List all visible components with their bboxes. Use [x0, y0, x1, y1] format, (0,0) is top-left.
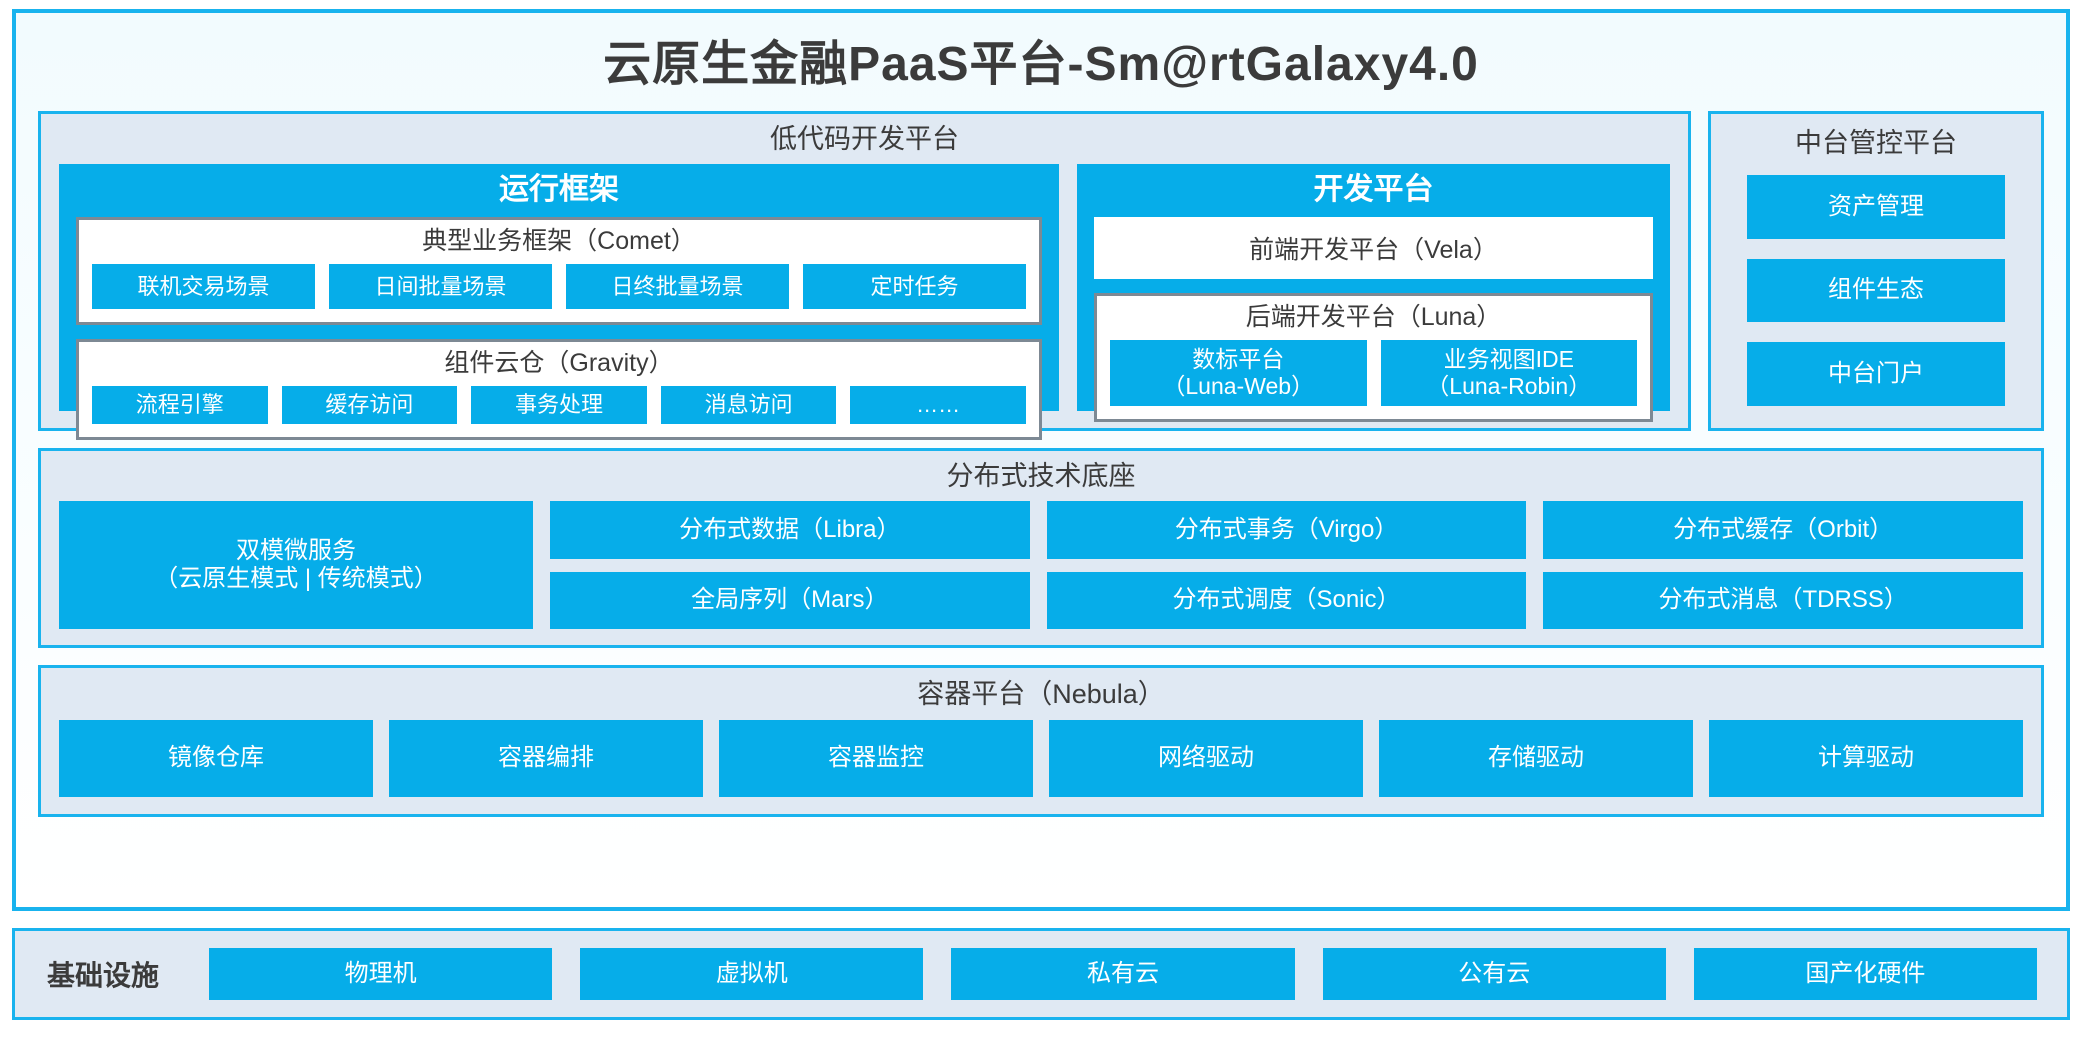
tech-foundation-title: 分布式技术底座 — [946, 461, 1136, 491]
infrastructure-item-private-cloud[interactable]: 私有云 — [951, 948, 1295, 1000]
comet-item[interactable]: 日终批量场景 — [566, 264, 789, 309]
container-platform-panel: 容器平台（Nebula） 镜像仓库 容器编排 容器监控 网络驱动 存储驱动 计算… — [38, 665, 2044, 817]
container-item-storage-driver[interactable]: 存储驱动 — [1379, 720, 1693, 797]
infrastructure-panel: 基础设施 物理机 虚拟机 私有云 公有云 国产化硬件 — [12, 928, 2070, 1020]
management-item-component[interactable]: 组件生态 — [1747, 258, 2005, 323]
gravity-item-ellipsis[interactable]: …… — [850, 386, 1026, 424]
management-item-asset[interactable]: 资产管理 — [1747, 175, 2005, 239]
platform-main-frame: 云原生金融PaaS平台-Sm@rtGalaxy4.0 低代码开发平台 运行框架 … — [12, 9, 2070, 911]
development-platform-title: 开发平台 — [1313, 173, 1434, 206]
tech-item-orbit[interactable]: 分布式缓存（Orbit） — [1543, 501, 2024, 559]
gravity-title: 组件云仓（Gravity） — [444, 349, 674, 377]
runtime-framework-block: 运行框架 典型业务框架（Comet） 联机交易场景 日间批量场景 日终批量场景 … — [59, 164, 1059, 440]
container-item-registry[interactable]: 镜像仓库 — [59, 720, 373, 797]
gravity-items: 流程引擎 缓存访问 事务处理 消息访问 …… — [92, 386, 1026, 424]
page-title: 云原生金融PaaS平台-Sm@rtGalaxy4.0 — [603, 38, 1479, 91]
infrastructure-item-physical[interactable]: 物理机 — [209, 948, 553, 1000]
container-platform-items: 镜像仓库 容器编排 容器监控 网络驱动 存储驱动 计算驱动 — [59, 720, 2023, 797]
tech-item-microservice[interactable]: 双模微服务（云原生模式 | 传统模式） — [59, 501, 533, 629]
tech-item-virgo[interactable]: 分布式事务（Virgo） — [1046, 501, 1527, 559]
luna-item-web[interactable]: 数标平台（Luna-Web） — [1110, 340, 1367, 407]
gravity-item[interactable]: 流程引擎 — [92, 386, 268, 424]
container-platform-title: 容器平台（Nebula） — [917, 679, 1165, 709]
comet-card: 典型业务框架（Comet） 联机交易场景 日间批量场景 日终批量场景 定时任务 — [76, 217, 1042, 325]
tech-item-sonic[interactable]: 分布式调度（Sonic） — [1046, 571, 1527, 629]
tech-column-1: 分布式数据（Libra） 全局序列（Mars） — [550, 501, 1030, 629]
lowcode-platform-body: 运行框架 典型业务框架（Comet） 联机交易场景 日间批量场景 日终批量场景 … — [59, 164, 1670, 440]
tech-foundation-body: 双模微服务（云原生模式 | 传统模式） 分布式数据（Libra） 全局序列（Ma… — [59, 501, 2024, 629]
gravity-item[interactable]: 缓存访问 — [281, 386, 458, 424]
luna-items: 数标平台（Luna-Web） 业务视图IDE（Luna-Robin） — [1110, 340, 1637, 407]
gravity-item[interactable]: 消息访问 — [660, 386, 837, 424]
management-platform-title: 中台管控平台 — [1795, 128, 1957, 158]
infrastructure-items: 物理机 虚拟机 私有云 公有云 国产化硬件 — [209, 948, 2038, 1000]
luna-title: 后端开发平台（Luna） — [1245, 303, 1502, 331]
comet-item[interactable]: 定时任务 — [803, 264, 1026, 309]
infrastructure-item-domestic-hardware[interactable]: 国产化硬件 — [1693, 948, 2038, 1000]
container-item-orchestration[interactable]: 容器编排 — [389, 720, 703, 797]
container-item-compute-driver[interactable]: 计算驱动 — [1709, 720, 2023, 797]
infrastructure-label: 基础设施 — [47, 960, 160, 991]
management-platform-panel: 中台管控平台 资产管理 组件生态 中台门户 — [1708, 111, 2044, 431]
gravity-card: 组件云仓（Gravity） 流程引擎 缓存访问 事务处理 消息访问 …… — [76, 339, 1042, 440]
tech-column-3: 分布式缓存（Orbit） 分布式消息（TDRSS） — [1543, 501, 2024, 629]
tech-item-mars[interactable]: 全局序列（Mars） — [550, 571, 1030, 629]
comet-item[interactable]: 日间批量场景 — [329, 264, 552, 309]
tech-item-libra[interactable]: 分布式数据（Libra） — [550, 501, 1030, 559]
tech-microservice-column: 双模微服务（云原生模式 | 传统模式） — [59, 501, 533, 629]
comet-items: 联机交易场景 日间批量场景 日终批量场景 定时任务 — [92, 264, 1026, 309]
management-item-portal[interactable]: 中台门户 — [1747, 342, 2005, 407]
comet-title: 典型业务框架（Comet） — [422, 227, 696, 255]
infrastructure-item-virtual[interactable]: 虚拟机 — [580, 948, 924, 1000]
development-platform-block: 开发平台 前端开发平台（Vela） 后端开发平台（Luna） 数标平台（Luna… — [1077, 164, 1670, 423]
tech-column-2: 分布式事务（Virgo） 分布式调度（Sonic） — [1046, 501, 1527, 629]
lowcode-platform-panel: 低代码开发平台 运行框架 典型业务框架（Comet） 联机交易场景 日间批量场景… — [38, 111, 1691, 440]
tech-foundation-panel: 分布式技术底座 双模微服务（云原生模式 | 传统模式） 分布式数据（Libra）… — [38, 448, 2044, 648]
container-item-network-driver[interactable]: 网络驱动 — [1049, 720, 1363, 797]
tech-item-tdrss[interactable]: 分布式消息（TDRSS） — [1543, 571, 2024, 629]
runtime-framework-title: 运行框架 — [499, 173, 619, 206]
luna-item-robin[interactable]: 业务视图IDE（Luna-Robin） — [1380, 340, 1637, 407]
management-items: 资产管理 组件生态 中台门户 — [1747, 175, 2005, 407]
comet-item[interactable]: 联机交易场景 — [92, 264, 315, 309]
infrastructure-item-public-cloud[interactable]: 公有云 — [1322, 948, 1666, 1000]
vela-frontend-card[interactable]: 前端开发平台（Vela） — [1094, 217, 1653, 279]
gravity-item[interactable]: 事务处理 — [471, 386, 647, 424]
top-row: 低代码开发平台 运行框架 典型业务框架（Comet） 联机交易场景 日间批量场景… — [38, 111, 2044, 440]
luna-backend-card: 后端开发平台（Luna） 数标平台（Luna-Web） 业务视图IDE（Luna… — [1094, 293, 1653, 423]
container-item-monitoring[interactable]: 容器监控 — [719, 720, 1033, 797]
lowcode-platform-title: 低代码开发平台 — [770, 124, 959, 154]
